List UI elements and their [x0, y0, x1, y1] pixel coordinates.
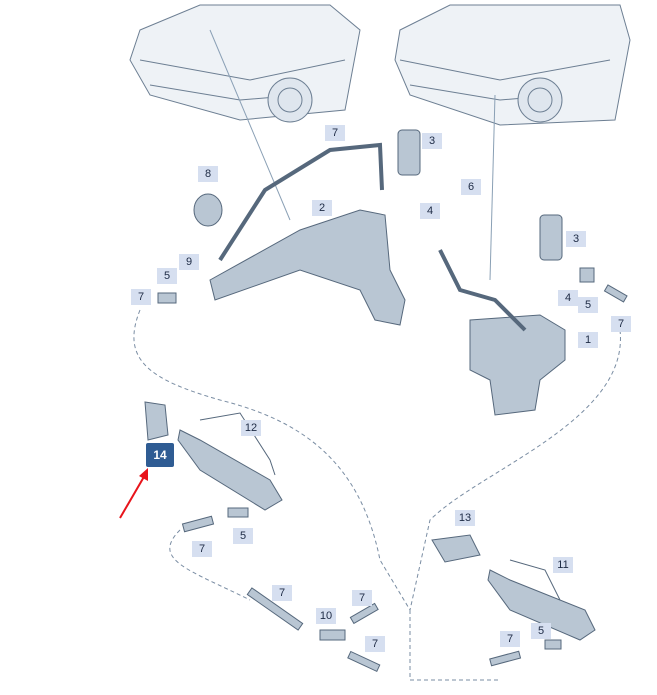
callout-5d[interactable]: 5 [531, 623, 551, 639]
car-front-left-illustration [129, 4, 361, 123]
callout-6[interactable]: 6 [461, 179, 481, 195]
callout-1[interactable]: 1 [578, 332, 598, 348]
callout-4b[interactable]: 4 [558, 290, 578, 306]
red-indicator-arrow [119, 468, 148, 519]
washer-jet-left [177, 429, 283, 511]
callout-3[interactable]: 3 [422, 133, 442, 149]
cover-cap [144, 401, 169, 441]
reservoir-bracket [209, 209, 406, 326]
callout-10[interactable]: 10 [316, 608, 336, 624]
washer-jet-right [487, 569, 596, 641]
callout-5b[interactable]: 5 [578, 297, 598, 313]
callout-2[interactable]: 2 [312, 200, 332, 216]
callout-4[interactable]: 4 [420, 203, 440, 219]
callout-13[interactable]: 13 [455, 510, 475, 526]
callout-11[interactable]: 11 [553, 557, 573, 573]
callout-3b[interactable]: 3 [566, 231, 586, 247]
callout-7[interactable]: 7 [325, 125, 345, 141]
washer-pump-2 [539, 214, 563, 261]
callout-8[interactable]: 8 [198, 166, 218, 182]
callout-7f[interactable]: 7 [352, 590, 372, 606]
car-front-right-illustration [394, 4, 631, 126]
callout-7h[interactable]: 7 [500, 631, 520, 647]
callout-5[interactable]: 5 [157, 268, 177, 284]
callout-5c[interactable]: 5 [233, 528, 253, 544]
callout-7e[interactable]: 7 [272, 585, 292, 601]
washer-reservoir [469, 314, 566, 416]
washer-pump [397, 129, 421, 176]
callout-7b[interactable]: 7 [131, 289, 151, 305]
callout-7d[interactable]: 7 [192, 541, 212, 557]
control-module [431, 534, 481, 563]
callout-14-highlighted[interactable]: 14 [146, 443, 174, 467]
callout-7c[interactable]: 7 [611, 316, 631, 332]
callout-7g[interactable]: 7 [365, 636, 385, 652]
tape-roll [193, 193, 223, 227]
callout-12[interactable]: 12 [241, 420, 261, 436]
callout-9[interactable]: 9 [179, 254, 199, 270]
